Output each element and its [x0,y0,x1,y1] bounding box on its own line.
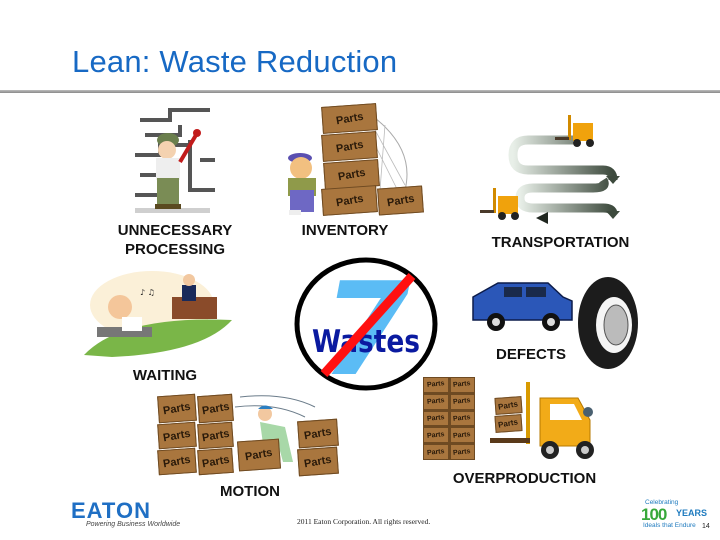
parts-box: Parts [157,447,197,476]
label-unnecessary-processing: UNNECESSARY PROCESSING [100,221,250,259]
parts-box: Parts [197,393,234,424]
anniversary-years: YEARS [676,508,708,518]
parts-box: Parts [157,393,197,424]
box-label: Parts [453,397,472,407]
box-label: Parts [497,417,520,430]
box-label: Parts [426,397,445,407]
motion-illustration [155,392,340,477]
inventory-illustration [280,100,425,220]
parts-box: Parts [449,410,475,427]
parts-box: Parts [321,103,378,134]
anniversary-tagline: Ideals that Endure [643,522,696,529]
box-label: Parts [385,192,416,209]
plumber-pipes-illustration [130,100,220,215]
box-label: Parts [426,447,445,457]
box-label: Parts [497,399,520,412]
label-transportation: TRANSPORTATION [491,234,630,251]
seven-wastes-symbol: 7 Wastes [294,256,439,405]
parts-box: Parts [197,447,234,476]
parts-box: Parts [157,421,197,450]
eaton-tagline: Powering Business Worldwide [86,521,181,528]
box-label: Parts [453,380,472,390]
parts-box: Parts [449,393,475,410]
box-label: Parts [426,414,445,423]
box-label: Parts [334,192,365,209]
label-inventory: INVENTORY [301,222,389,239]
copyright-text: 2011 Eaton Corporation. All rights reser… [297,517,431,526]
overproduction-illustration [490,380,610,465]
box-label: Parts [200,400,231,417]
box-label: Parts [426,380,445,390]
box-label: Parts [453,414,472,423]
label-waiting: WAITING [132,367,198,384]
anniversary-100-logo: 100 [641,505,667,524]
box-label: Parts [426,430,445,440]
parts-box: Parts [449,427,475,444]
parts-box: Parts [297,446,339,477]
parts-box: Parts [197,421,234,450]
box-label: Parts [334,138,365,155]
parts-pallet-stack: Parts Parts Parts Parts Parts Parts Part… [423,377,475,460]
parts-box: Parts [423,393,449,410]
parts-box: Parts [377,185,424,216]
label-overproduction: OVERPRODUCTION [452,470,597,487]
waiting-illustration: ♪ ♫ [82,265,232,360]
box-label: Parts [303,425,333,442]
box-label: Parts [200,453,231,470]
parts-box: Parts [423,427,449,444]
parts-box: Parts [321,185,378,216]
label-motion: MOTION [220,483,280,500]
box-label: Parts [336,166,367,183]
parts-box: Parts [449,444,475,460]
label-line: UNNECESSARY [117,222,233,239]
title-divider [0,90,720,93]
transportation-illustration [478,110,623,230]
parts-box: Parts [423,444,449,460]
label-line: PROCESSING [124,241,226,258]
parts-box: Parts [321,131,378,162]
eaton-logo: EATON [71,498,151,523]
parts-box: Parts [423,410,449,427]
box-label: Parts [453,430,472,440]
parts-box: Parts [494,414,523,433]
parts-box: Parts [297,418,339,449]
label-defects: DEFECTS [495,346,566,363]
box-label: Parts [162,427,192,444]
box-label: Parts [453,447,472,457]
box-label: Parts [162,453,192,470]
box-label: Parts [303,453,333,470]
anniversary-celebrating: Celebrating [645,499,679,506]
svg-text:♪ ♫: ♪ ♫ [140,288,155,297]
box-label: Parts [244,446,274,464]
slide-title: Lean: Waste Reduction [72,44,398,79]
parts-box: Parts [423,377,449,393]
parts-box: Parts [449,377,475,393]
box-label: Parts [334,110,365,127]
parts-box: Parts [237,438,281,472]
parts-box: Parts [494,396,523,415]
page-number: 14 [702,523,710,530]
defects-illustration [468,275,643,370]
box-label: Parts [162,400,192,417]
box-label: Parts [200,427,231,444]
